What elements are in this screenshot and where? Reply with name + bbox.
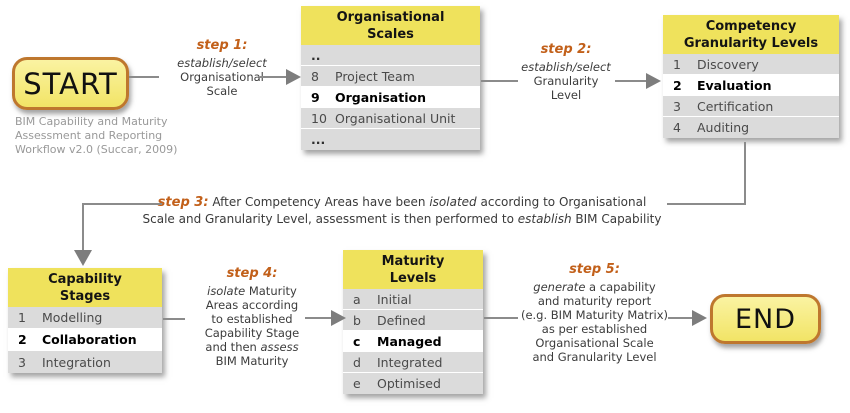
workflow-caption: BIM Capability and Maturity Assessment a…	[15, 115, 177, 157]
step2-label: step 2: establish/select Granularity Lev…	[505, 42, 627, 102]
row-label: Organisation	[335, 89, 426, 105]
list-row: 1 Discovery	[663, 54, 839, 75]
maturity-levels-header: Maturity Levels	[343, 250, 483, 289]
row-num: ...	[311, 132, 326, 147]
row-num: e	[353, 376, 361, 391]
step1-line1: establish/select	[177, 56, 267, 70]
row-label: Modelling	[42, 310, 103, 325]
connector-start-to-step1	[129, 76, 159, 78]
arrow-right-icon	[331, 310, 346, 326]
row-num: c	[353, 333, 361, 349]
list-row-selected: c Managed	[343, 331, 483, 352]
row-num: d	[353, 354, 361, 370]
step3-title: step 3:	[157, 195, 209, 210]
end-label: END	[734, 303, 797, 335]
step2-line2: Granularity	[533, 74, 599, 88]
competency-levels-header: Competency Granularity Levels	[663, 15, 839, 54]
step1-title: step 1:	[196, 38, 248, 53]
org-scales-header: Organisational Scales	[301, 6, 480, 45]
row-num: 2	[673, 77, 682, 93]
row-label: Collaboration	[42, 332, 137, 347]
row-num: 3	[673, 98, 681, 114]
end-node: END	[710, 294, 821, 344]
start-label: START	[23, 66, 118, 101]
row-label: Organisational Unit	[335, 110, 456, 126]
list-row: 10 Organisational Unit	[301, 108, 480, 129]
list-row: 3 Integration	[8, 351, 162, 373]
step2-title: step 2:	[540, 42, 592, 57]
row-num: a	[353, 291, 361, 307]
list-row: a Initial	[343, 289, 483, 310]
org-scales-box: Organisational Scales .. 8 Project Team …	[301, 6, 480, 150]
list-row: b Defined	[343, 310, 483, 331]
row-num: 8	[311, 68, 319, 84]
caption-line-3: Workflow v2.0 (Succar, 2009)	[15, 143, 178, 156]
connector-step2-to-granularity	[615, 80, 647, 82]
list-row: 1 Modelling	[8, 307, 162, 329]
arrow-right-icon	[692, 310, 707, 326]
step2-line3: Level	[550, 88, 582, 102]
capability-stages-header: Capability Stages	[8, 268, 162, 307]
list-row: ...	[301, 129, 480, 150]
list-row: d Integrated	[343, 352, 483, 373]
step3-label: step 3: After Competency Areas have been…	[142, 195, 662, 226]
connector-step3-right	[667, 203, 746, 205]
row-num: 4	[673, 120, 681, 135]
list-row: 3 Certification	[663, 96, 839, 117]
row-label: Integrated	[377, 354, 443, 370]
row-label: Auditing	[697, 120, 750, 135]
arrow-right-icon	[646, 73, 661, 89]
connector-granularity-down	[744, 142, 746, 205]
list-row: ..	[301, 45, 480, 66]
step1-label: step 1: establish/select Organisational …	[158, 38, 286, 98]
row-num: b	[353, 312, 361, 328]
row-num: ..	[311, 47, 321, 63]
list-row-selected: 9 Organisation	[301, 87, 480, 108]
row-num: 3	[18, 354, 26, 370]
row-label: Optimised	[377, 376, 441, 391]
row-num: 1	[673, 56, 681, 72]
connector-step3-down	[82, 203, 84, 251]
caption-line-2: Assessment and Reporting	[15, 129, 163, 142]
step1-line3: Scale	[206, 84, 238, 98]
step4-title: step 4:	[226, 266, 278, 281]
start-node: START	[12, 57, 129, 110]
row-num: 1	[18, 310, 26, 325]
row-num: 9	[311, 89, 320, 105]
row-num: 10	[311, 110, 327, 126]
list-row: 4 Auditing	[663, 117, 839, 138]
caption-line-1: BIM Capability and Maturity	[15, 115, 168, 128]
row-num: 2	[18, 332, 27, 347]
connector-step5-to-end	[668, 317, 693, 319]
step2-line1: establish/select	[521, 60, 611, 74]
row-label: Project Team	[335, 68, 415, 84]
list-row-selected: 2 Evaluation	[663, 75, 839, 96]
list-row: 8 Project Team	[301, 66, 480, 87]
row-label: Integration	[42, 354, 111, 370]
maturity-levels-box: Maturity Levels a Initial b Defined c Ma…	[343, 250, 483, 394]
connector-maturity-to-step5	[484, 317, 518, 319]
row-label: Evaluation	[697, 77, 772, 93]
step5-title: step 5:	[569, 262, 620, 277]
row-label: Certification	[697, 98, 774, 114]
competency-levels-box: Competency Granularity Levels 1 Discover…	[663, 15, 839, 138]
capability-stages-box: Capability Stages 1 Modelling 2 Collabor…	[8, 268, 162, 373]
row-label: Discovery	[697, 56, 759, 72]
step5-label: step 5: generate a capability and maturi…	[502, 262, 687, 364]
step4-label: step 4: isolate Maturity Areas according…	[178, 266, 326, 368]
connector-scales-to-step2	[481, 80, 518, 82]
list-row-selected: 2 Collaboration	[8, 329, 162, 351]
connector-capability-to-step4	[163, 318, 185, 320]
connector-step4-to-maturity	[305, 317, 332, 319]
row-label: Managed	[377, 333, 442, 349]
list-row: e Optimised	[343, 373, 483, 394]
row-label: Defined	[377, 312, 426, 328]
arrow-down-icon	[74, 250, 92, 266]
arrow-right-icon	[286, 69, 301, 85]
connector-step3-left	[82, 203, 162, 205]
step1-line2: Organisational	[180, 70, 264, 84]
connector-step1-to-scales	[260, 76, 287, 78]
row-label: Initial	[377, 291, 412, 307]
